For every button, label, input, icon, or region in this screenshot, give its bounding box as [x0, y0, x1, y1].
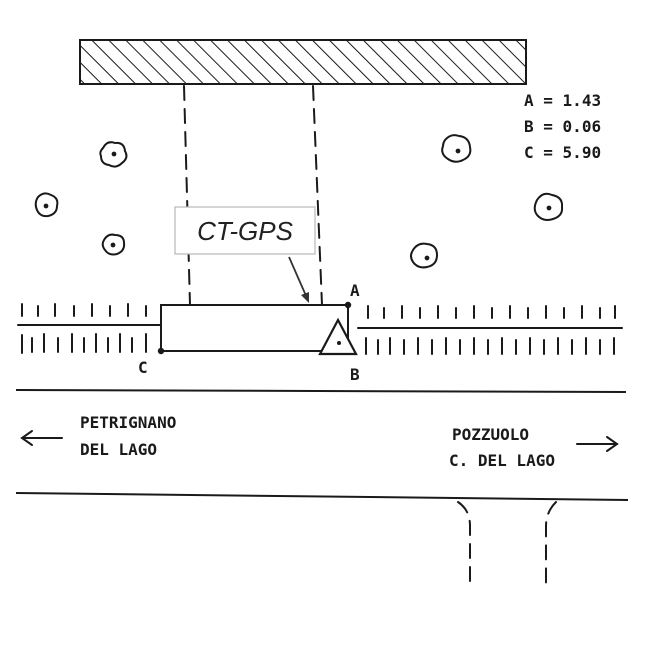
parameters-legend: A = 1.43 B = 0.06 C = 5.90 [524, 91, 601, 162]
station-label-box [174, 206, 316, 255]
point-a-marker [344, 301, 352, 309]
fence-left [17, 303, 161, 354]
point-c-label: C [138, 358, 148, 377]
label-leader [288, 256, 308, 299]
parameter-c: C = 5.90 [524, 143, 601, 162]
parameter-b: B = 0.06 [524, 117, 601, 136]
point-b-label: B [350, 365, 360, 384]
dashed-path-top [183, 85, 323, 306]
direction-right-line1: POZZUOLO [452, 425, 529, 444]
gps-station-icon [318, 317, 358, 356]
shrub-icon [410, 242, 439, 269]
point-c-marker [157, 347, 165, 355]
parameter-a: A = 1.43 [524, 91, 601, 110]
point-a-label: A [350, 281, 360, 300]
shrub-icon [34, 192, 59, 218]
shrub-icon [441, 134, 472, 163]
direction-right-line2: C. DEL LAGO [449, 451, 555, 470]
road-edge-top [15, 389, 627, 393]
shrub-icon [533, 192, 564, 221]
direction-left-line2: DEL LAGO [80, 440, 157, 459]
dashed-path-bottom [457, 501, 557, 591]
shrub-icon [101, 233, 126, 256]
arrow-left-icon [20, 430, 63, 446]
arrow-right-icon [576, 436, 619, 452]
gate-rectangle [160, 304, 349, 352]
fence-right [357, 305, 623, 355]
label-leader-arrowhead [301, 292, 309, 303]
shrub-icon [99, 141, 128, 168]
shrubs [34, 134, 564, 269]
direction-left-line1: PETRIGNANO [80, 413, 176, 432]
station-label: CT-GPS [197, 216, 293, 246]
building-hatched [79, 39, 527, 85]
road-edge-bottom [15, 492, 629, 501]
